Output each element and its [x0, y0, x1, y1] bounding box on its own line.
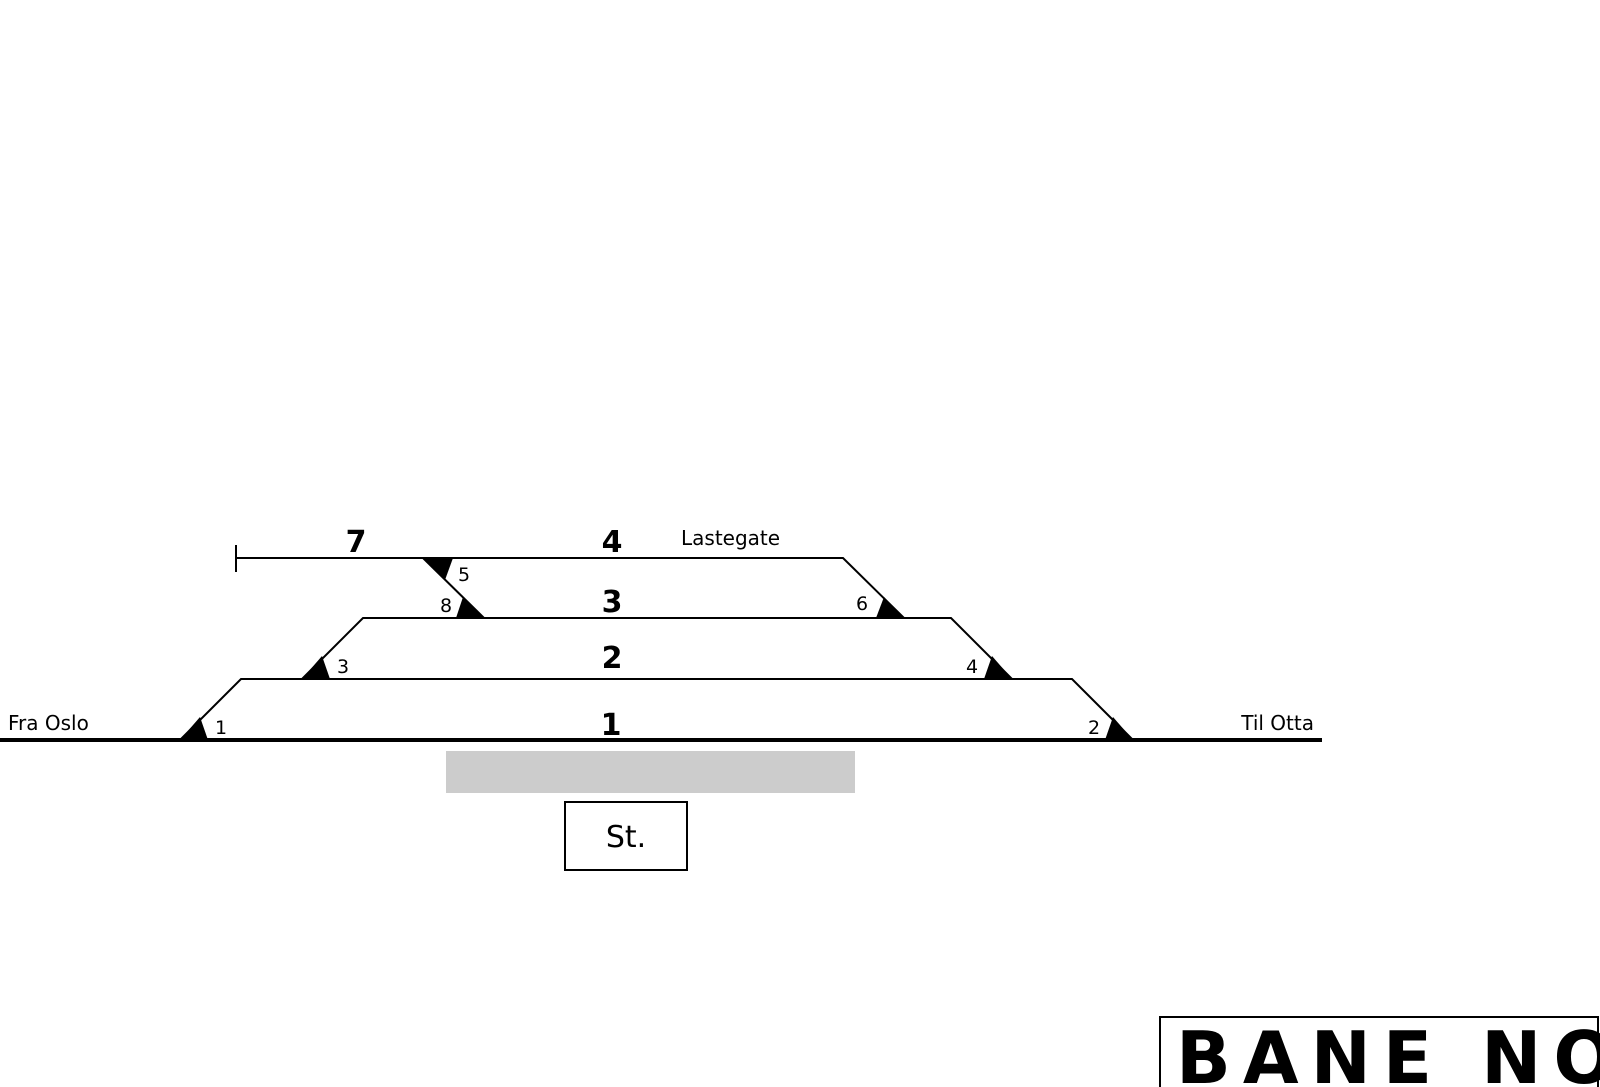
station-building: [564, 801, 688, 871]
loading-street-label: Lastegate: [681, 526, 780, 550]
track-label-1: 1: [601, 708, 622, 743]
to-label: Til Otta: [1240, 711, 1314, 735]
switch-label-5: 5: [458, 564, 470, 586]
track-4-line: [236, 557, 905, 619]
track-label-3: 3: [602, 585, 623, 620]
switch-5-marker: [423, 558, 453, 580]
switch-label-6: 6: [856, 593, 868, 615]
svg-text:BANE NOR: BANE NOR: [1176, 1016, 1600, 1087]
switch-label-2: 2: [1088, 717, 1100, 739]
switch-1-marker: [180, 717, 208, 740]
switch-3-marker: [302, 656, 330, 679]
platform: [446, 751, 855, 793]
switch-6-marker: [876, 597, 904, 618]
switch-8-marker: [456, 597, 484, 618]
track-label-4: 4: [602, 525, 623, 560]
track-3-line: [301, 617, 1013, 680]
station-label: St.: [606, 820, 646, 855]
switch-label-1: 1: [215, 717, 227, 739]
from-label: Fra Oslo: [8, 711, 89, 735]
switch-2-marker: [1105, 717, 1133, 740]
track-label-7: 7: [346, 525, 367, 560]
switch-label-3: 3: [337, 656, 349, 678]
track-2-line: [179, 678, 1134, 741]
switch-4-marker: [984, 656, 1012, 679]
track-label-2: 2: [602, 641, 623, 676]
switch-label-4: 4: [966, 656, 978, 678]
switch-label-8: 8: [440, 595, 452, 617]
bane-nor-logo: BANE NOR: [1159, 1016, 1600, 1087]
